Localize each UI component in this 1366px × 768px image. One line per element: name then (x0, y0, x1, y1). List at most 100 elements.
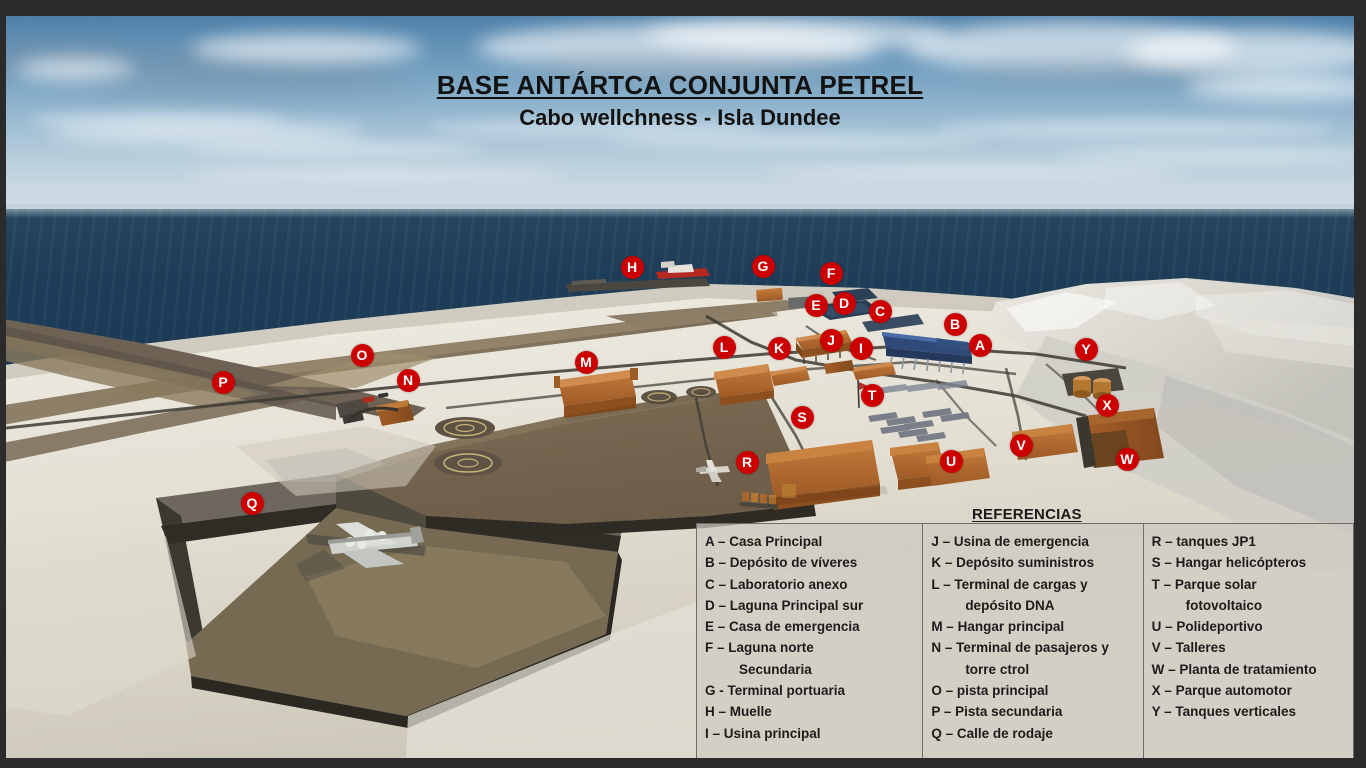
legend-item-text: Q – Calle de rodaje (931, 725, 1053, 741)
legend-item-text: G - Terminal portuaria (705, 683, 846, 699)
legend-item-w: W – Planta de tratamiento (1152, 659, 1349, 680)
legend-item-text: C – Laboratorio anexo (705, 576, 848, 592)
legend-item-text: O – pista principal (931, 683, 1049, 699)
cloud (1056, 148, 1354, 162)
legend-item-s: S – Hangar helicópteros (1152, 552, 1349, 573)
legend-item-text: P – Pista secundaria (931, 704, 1063, 720)
cloud (766, 166, 1186, 178)
legend-item-p: P – Pista secundaria (931, 701, 1138, 722)
map-marker-b[interactable]: B (943, 312, 967, 336)
legend-item-continuation: fotovoltaico (1185, 597, 1263, 613)
map-marker-o[interactable]: O (350, 343, 374, 367)
cloud (86, 78, 416, 94)
legend-item-text: Y – Tanques verticales (1151, 704, 1296, 720)
legend-item-text: B – Depósito de víveres (705, 555, 858, 571)
legend-item-text: L – Terminal de cargas y (931, 576, 1088, 592)
cloud (936, 120, 1336, 138)
legend-item-text: H – Muelle (705, 704, 772, 720)
map-marker-a[interactable]: A (968, 333, 992, 357)
legend-item-x: X – Parque automotor (1152, 680, 1349, 701)
legend-item-b: B – Depósito de víveres (705, 552, 918, 573)
map-marker-k[interactable]: K (767, 336, 791, 360)
map-marker-q[interactable]: Q (240, 491, 264, 515)
cloud (646, 18, 946, 52)
legend-item-a: A – Casa Principal (705, 531, 918, 552)
map-marker-i[interactable]: I (849, 336, 873, 360)
legend-item-y: Y – Tanques verticales (1152, 701, 1349, 722)
legend-item-text: J – Usina de emergencia (931, 534, 1089, 549)
map-marker-h[interactable]: H (620, 255, 644, 279)
map-marker-n[interactable]: N (396, 368, 420, 392)
legend-item-text: N – Terminal de pasajeros y (931, 640, 1109, 656)
legend-item-text: S – Hangar helicópteros (1151, 555, 1307, 571)
legend-item-text: X – Parque automotor (1151, 683, 1292, 699)
legend-item-r: R – tanques JP1 (1152, 531, 1349, 552)
legend-item-m: M – Hangar principal (931, 616, 1138, 637)
legend-item-text: V – Talleres (1151, 640, 1226, 656)
cloud (1186, 74, 1354, 100)
legend-item-u: U – Polideportivo (1152, 616, 1349, 637)
legend-item-g: G - Terminal portuaria (705, 680, 918, 701)
legend-item-text: R – tanques JP1 (1151, 534, 1256, 549)
legend-item-j: J – Usina de emergencia (931, 531, 1138, 552)
legend-item-d: D – Laguna Principal sur (705, 595, 918, 616)
legend-item-text: U – Polideportivo (1151, 619, 1263, 635)
cloud (191, 34, 421, 64)
legend-item-i: I – Usina principal (705, 723, 918, 744)
map-marker-j[interactable]: J (819, 328, 843, 352)
legend-item-text: W – Planta de tratamiento (1151, 661, 1317, 677)
legend-item-q: Q – Calle de rodaje (931, 723, 1138, 744)
cloud (1126, 30, 1354, 74)
map-marker-y[interactable]: Y (1074, 337, 1098, 361)
legend-item-continuation: depósito DNA (965, 597, 1055, 613)
map-marker-e[interactable]: E (804, 293, 828, 317)
map-marker-r[interactable]: R (735, 450, 759, 474)
legend-column-2: J – Usina de emergencia K – Depósito sumi… (922, 524, 1142, 758)
legend-item-text: A – Casa Principal (705, 534, 823, 549)
map-marker-l[interactable]: L (712, 335, 736, 359)
cloud (426, 120, 766, 136)
legend-item-text: D – Laguna Principal sur (705, 597, 864, 613)
cloud (46, 124, 366, 142)
map-marker-w[interactable]: W (1115, 447, 1139, 471)
legend-heading: REFERENCIAS (972, 506, 1082, 523)
legend-table: A – Casa Principal B – Depósito de vívere… (696, 523, 1354, 758)
legend-item-text: M – Hangar principal (931, 619, 1065, 635)
legend-item-continuation: torre ctrol (965, 661, 1030, 677)
legend-item-e: E – Casa de emergencia (705, 616, 918, 637)
map-marker-m[interactable]: M (574, 350, 598, 374)
legend-item-n: N – Terminal de pasajeros y torre ctrol (931, 637, 1138, 680)
map-marker-p[interactable]: P (211, 370, 235, 394)
cloud (186, 142, 486, 156)
legend-item-o: O – pista principal (931, 680, 1138, 701)
map-marker-c[interactable]: C (868, 299, 892, 323)
map-marker-x[interactable]: X (1095, 393, 1119, 417)
legend-item-v: V – Talleres (1152, 637, 1349, 658)
legend-item-text: F – Laguna norte (705, 640, 814, 656)
map-marker-u[interactable]: U (939, 449, 963, 473)
map-marker-f[interactable]: F (819, 261, 843, 285)
cloud (526, 54, 856, 76)
cloud (186, 168, 566, 180)
horizon (6, 204, 1354, 218)
map-marker-t[interactable]: T (860, 383, 884, 407)
legend-item-continuation: Secundaria (739, 661, 812, 677)
legend-item-h: H – Muelle (705, 701, 918, 722)
map-marker-s[interactable]: S (790, 405, 814, 429)
cloud (16, 58, 136, 80)
legend-column-3: R – tanques JP1 S – Hangar helicópteros T … (1142, 524, 1353, 758)
legend-item-k: K – Depósito suministros (931, 552, 1138, 573)
map-marker-v[interactable]: V (1009, 433, 1033, 457)
scene-image: BASE ANTÁRTCA CONJUNTA PETREL Cabo wellc… (6, 16, 1354, 758)
legend-item-text: I – Usina principal (705, 725, 821, 741)
map-marker-g[interactable]: G (751, 254, 775, 278)
legend-item-text: T – Parque solar (1151, 576, 1257, 592)
legend-item-text: E – Casa de emergencia (705, 619, 860, 635)
legend-item-c: C – Laboratorio anexo (705, 574, 918, 595)
legend-item-l: L – Terminal de cargas y depósito DNA (931, 574, 1138, 617)
legend-item-t: T – Parque solar fotovoltaico (1152, 574, 1349, 617)
map-marker-d[interactable]: D (832, 291, 856, 315)
cloud (606, 134, 986, 148)
